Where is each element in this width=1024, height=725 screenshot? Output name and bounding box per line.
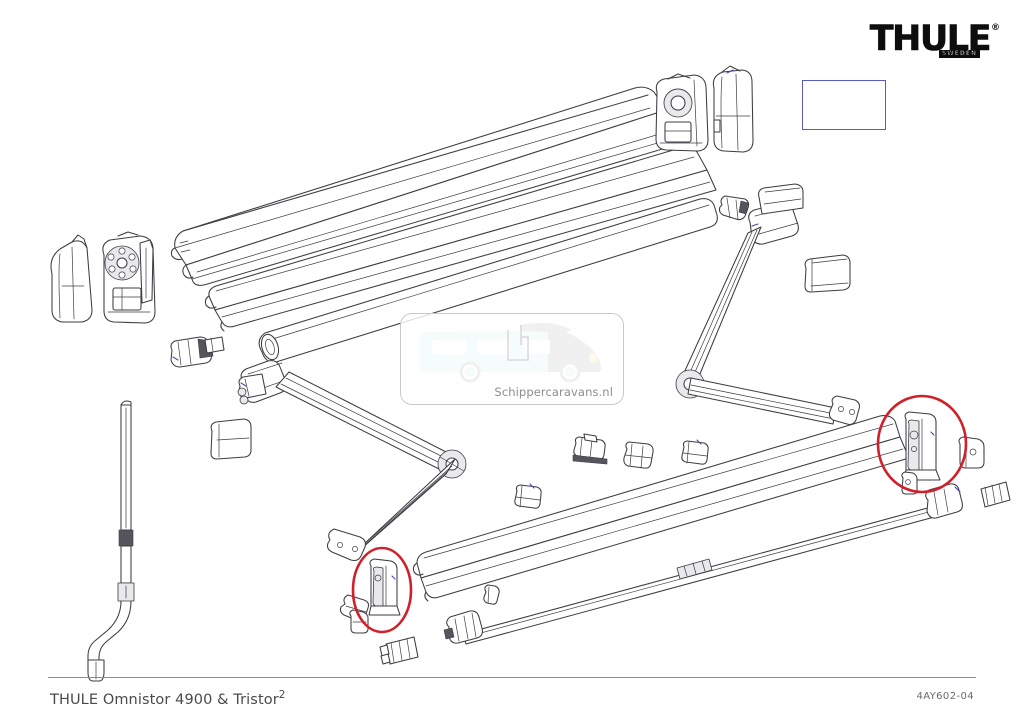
part-end-cap-left bbox=[50, 234, 93, 323]
detail-callout-box bbox=[802, 80, 886, 130]
highlight-bracket-right bbox=[876, 394, 968, 494]
part-roller-end-fitting bbox=[170, 336, 225, 368]
footer-title: THULE Omnistor 4900 & Tristor2 bbox=[50, 689, 286, 708]
part-tension-rod bbox=[443, 481, 1011, 645]
part-clip-small-center bbox=[483, 584, 500, 605]
part-arm-bracket-mid bbox=[237, 373, 267, 405]
highlight-bracket-left bbox=[351, 546, 413, 634]
part-wall-bracket-left bbox=[368, 558, 401, 616]
part-cover-small-left bbox=[210, 418, 252, 460]
part-roller-tube bbox=[258, 198, 718, 363]
part-gear-housing-shell bbox=[712, 65, 754, 153]
part-gear-housing-cover bbox=[655, 73, 709, 152]
document-reference: 4AY602-04 bbox=[916, 691, 974, 702]
brand-tagline: SWEDEN bbox=[938, 50, 980, 58]
footer-title-superscript: 2 bbox=[278, 689, 286, 701]
footer-title-text: THULE Omnistor 4900 & Tristor bbox=[50, 691, 279, 708]
part-arm-cover-plate bbox=[804, 254, 851, 293]
part-mounting-clip-3 bbox=[681, 439, 709, 465]
watermark-camper-van-icon bbox=[420, 322, 601, 383]
part-articulated-arm-right bbox=[675, 183, 861, 426]
registered-trademark-icon: ® bbox=[991, 23, 1000, 33]
footer-divider bbox=[48, 677, 976, 678]
part-articulated-arm-left bbox=[240, 360, 467, 622]
part-mounting-clip-2 bbox=[623, 441, 654, 469]
part-lead-rail bbox=[412, 415, 910, 602]
part-mounting-clip-1 bbox=[572, 433, 608, 465]
part-wall-bracket-right bbox=[903, 411, 941, 481]
part-mounting-clip-4 bbox=[514, 483, 542, 509]
part-awning-case-upper bbox=[170, 86, 687, 286]
part-ribbed-insert-left bbox=[379, 636, 419, 665]
part-gear-drive-mechanism bbox=[102, 231, 156, 324]
page-footer: THULE Omnistor 4900 & Tristor2 4AY602-04 bbox=[0, 677, 1024, 725]
part-crank-handle bbox=[87, 400, 135, 682]
part-cylinder-fitting bbox=[718, 195, 750, 221]
